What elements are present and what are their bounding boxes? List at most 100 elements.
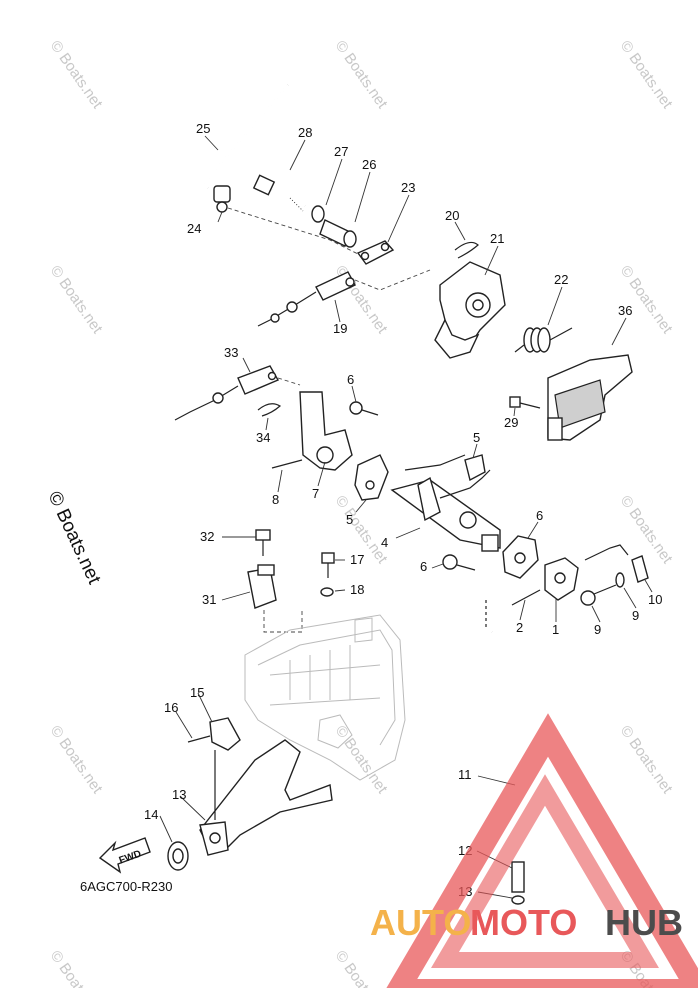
- assembly-line: [354, 269, 431, 291]
- callout-16: 14: [144, 807, 158, 822]
- part-washer: [311, 205, 325, 223]
- callout-21: 19: [333, 321, 347, 336]
- callout-34: 32: [200, 529, 214, 544]
- brand-part-auto: AUTO: [370, 902, 471, 943]
- callout-19: 17: [350, 552, 364, 567]
- callout-7: 7: [312, 486, 319, 501]
- diagram-code: 6AGC700-R230: [80, 879, 173, 894]
- callout-11: 9: [594, 622, 601, 637]
- part-holder-33: [247, 564, 277, 609]
- callout-9: 9: [632, 608, 639, 623]
- part-bracket-15: [199, 739, 333, 856]
- callout-36: 34: [256, 430, 270, 445]
- part-holder-17: [209, 717, 241, 751]
- callout-12: 11: [458, 767, 472, 782]
- watermark: © Boats.net: [617, 38, 676, 113]
- part-throttle-rod: [203, 84, 289, 189]
- callout-32: 36: [618, 303, 632, 318]
- callout-25: 23: [401, 180, 415, 195]
- part-bracket: [547, 354, 633, 441]
- part-lever-1: [544, 557, 579, 601]
- watermark: © Boats.net: [617, 493, 676, 568]
- part-shift-cam: [354, 454, 389, 501]
- part-shift-rod: [485, 600, 520, 860]
- callout-27: 25: [196, 121, 210, 136]
- part-nut: [511, 895, 525, 905]
- part-bolt-6b: [442, 554, 476, 571]
- watermark: © Boats.net: [47, 723, 106, 798]
- part-washer-20: [320, 587, 334, 597]
- callout-3: 4: [381, 535, 388, 550]
- part-housing: [244, 614, 406, 781]
- watermark: © Boats.net: [47, 948, 106, 988]
- part-bolt-19: [321, 552, 335, 578]
- assembly-line: [227, 207, 361, 256]
- callout-15: 13: [172, 787, 186, 802]
- part-bolt-11: [580, 584, 617, 606]
- part-link-plate: [356, 240, 395, 265]
- callout-23: 21: [490, 231, 504, 246]
- brand-part-moto: MOTO: [470, 902, 577, 943]
- automotohub-logo: AUTO MOTO HUB: [370, 713, 698, 988]
- callout-20: 18: [350, 582, 364, 597]
- part-plate-10: [631, 555, 649, 583]
- callout-18: 16: [164, 700, 178, 715]
- callout-5b: 6: [536, 508, 543, 523]
- part-shift-cable-end: [174, 365, 279, 421]
- callout-26: 24: [187, 221, 201, 236]
- callout-35: 33: [224, 345, 238, 360]
- assembly-line: [263, 610, 303, 633]
- part-throttle-cable-end: [257, 271, 356, 327]
- watermark: © Boats.net: [617, 723, 676, 798]
- callout-10: 10: [648, 592, 662, 607]
- watermark: © Boats.net: [47, 38, 106, 113]
- part-collar: [319, 219, 357, 248]
- part-connector: [511, 861, 525, 893]
- callout-1: 1: [552, 622, 559, 637]
- watermark: © Boats.net: [332, 948, 391, 988]
- part-spring: [514, 327, 573, 353]
- fwd-arrow: FWD: [98, 837, 151, 874]
- callout-2: 2: [516, 620, 523, 635]
- callout-29: 27: [334, 144, 348, 159]
- part-rod-end: [213, 185, 231, 213]
- part-clip-2: [257, 403, 282, 417]
- callout-labels: 25 28 27 26 23 20 21 22 36 24 19 33 6 34…: [144, 121, 662, 899]
- callout-6b: 6: [420, 559, 427, 574]
- callout-30: 28: [298, 125, 312, 140]
- callout-4: 5: [473, 430, 480, 445]
- part-bushing: [167, 841, 189, 871]
- watermark: © Boats.net: [47, 263, 106, 338]
- callout-6a: 6: [347, 372, 354, 387]
- part-bolt-6a: [349, 401, 379, 416]
- callout-17: 15: [190, 685, 204, 700]
- part-pin: [271, 459, 303, 469]
- callout-5a: 5: [346, 512, 353, 527]
- part-shift-shaft: [390, 476, 501, 552]
- callout-33: 31: [202, 592, 216, 607]
- callout-22: 20: [445, 208, 459, 223]
- shaft-guide-lines: [404, 454, 491, 499]
- part-small-bolt: [509, 396, 541, 409]
- part-shift-lever: [299, 391, 353, 471]
- brand-part-hub: HUB: [605, 902, 683, 943]
- watermark: © Boats.net: [617, 263, 676, 338]
- callout-28: 26: [362, 157, 376, 172]
- part-bolt: [252, 174, 306, 212]
- copyright-text: © Boats.net: [43, 488, 104, 588]
- part-throttle-cam: [434, 261, 506, 359]
- part-shift-cam-2: [502, 535, 539, 579]
- callout-31: 29: [504, 415, 518, 430]
- watermark: © Boats.net: [332, 723, 391, 798]
- part-bolt-34: [255, 529, 271, 556]
- part-clip: [454, 241, 479, 259]
- part-pin-2: [511, 589, 541, 606]
- part-lines: [584, 544, 629, 561]
- part-pin-18: [187, 735, 211, 743]
- callout-24: 22: [554, 272, 568, 287]
- assembly-line: [277, 377, 301, 386]
- part-washer-9: [615, 572, 625, 588]
- callout-8: 8: [272, 492, 279, 507]
